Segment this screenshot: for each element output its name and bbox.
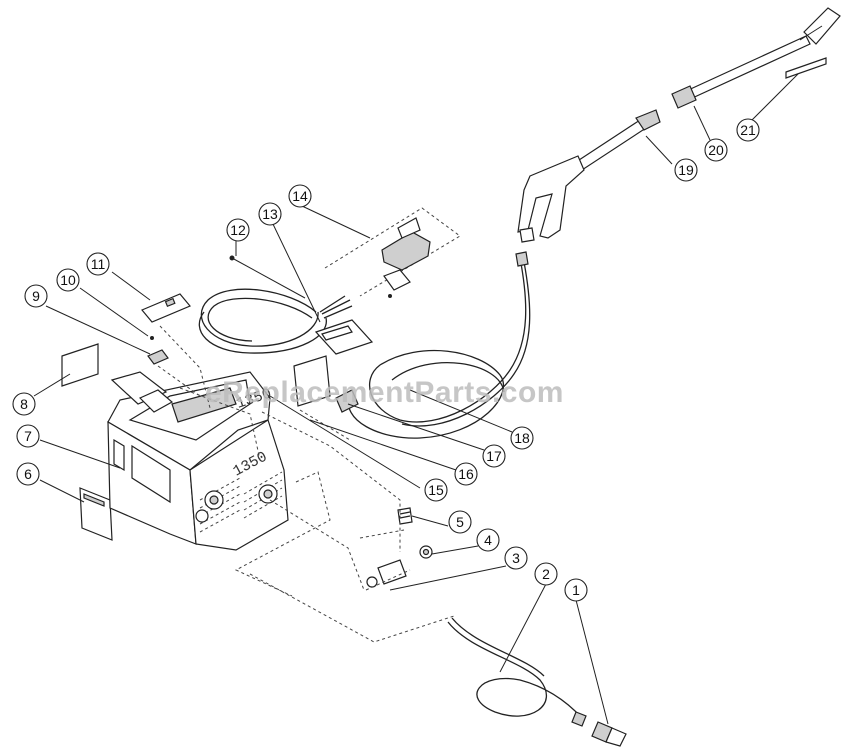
- pressure-washer-body[interactable]: 1350 1350: [107, 371, 289, 551]
- svg-text:4: 4: [484, 532, 492, 548]
- callout-4: 4: [476, 528, 500, 552]
- watermark-text: eReplacementParts.com: [205, 376, 564, 409]
- callout-17: 17: [482, 444, 506, 468]
- side-label: [61, 343, 99, 387]
- svg-text:15: 15: [428, 482, 444, 498]
- svg-text:5: 5: [456, 514, 464, 530]
- svg-text:9: 9: [32, 288, 40, 304]
- callout-5: 5: [448, 510, 472, 534]
- svg-text:2: 2: [542, 566, 550, 582]
- warning-label-strip: [785, 57, 827, 79]
- callout-3: 3: [504, 546, 528, 570]
- callout-12: 12: [226, 218, 250, 242]
- svg-text:18: 18: [514, 430, 530, 446]
- leader-lines: [33, 73, 799, 725]
- callout-7: 7: [16, 424, 40, 448]
- trigger-kit[interactable]: [324, 207, 461, 298]
- callout-13: 13: [258, 202, 282, 226]
- motor-cover-plates[interactable]: [141, 293, 191, 365]
- svg-text:19: 19: [678, 162, 694, 178]
- inlet-fittings[interactable]: [365, 507, 433, 591]
- callout-15: 15: [424, 478, 448, 502]
- front-panel-label: [293, 355, 331, 407]
- callout-18: 18: [510, 426, 534, 450]
- callout-1: 1: [564, 578, 588, 602]
- svg-text:20: 20: [708, 142, 724, 158]
- svg-text:1: 1: [572, 582, 580, 598]
- svg-text:14: 14: [292, 188, 308, 204]
- svg-text:8: 8: [20, 396, 28, 412]
- svg-text:10: 10: [60, 272, 76, 288]
- svg-text:6: 6: [24, 466, 32, 482]
- svg-text:3: 3: [512, 550, 520, 566]
- svg-text:16: 16: [458, 466, 474, 482]
- svg-text:12: 12: [230, 222, 246, 238]
- power-cord[interactable]: [198, 255, 374, 355]
- callout-9: 9: [24, 284, 48, 308]
- spray-gun[interactable]: [517, 109, 661, 243]
- spray-nozzle[interactable]: [591, 721, 627, 747]
- inlet-hose[interactable]: [447, 617, 587, 727]
- callout-10: 10: [56, 268, 80, 292]
- assembly-dashed-lines: [157, 325, 455, 643]
- callout-16: 16: [454, 462, 478, 486]
- callout-8: 8: [12, 392, 36, 416]
- callout-21: 21: [736, 118, 760, 142]
- svg-text:21: 21: [740, 122, 756, 138]
- svg-text:7: 7: [24, 428, 32, 444]
- callout-2: 2: [534, 562, 558, 586]
- operator-manual: [79, 487, 113, 541]
- lance-wand[interactable]: [671, 7, 841, 109]
- svg-text:11: 11: [91, 256, 106, 272]
- callout-6: 6: [16, 462, 40, 486]
- svg-text:13: 13: [262, 206, 278, 222]
- callout-14: 14: [288, 184, 312, 208]
- callout-11: 11: [86, 252, 110, 276]
- callout-20: 20: [704, 138, 728, 162]
- callout-19: 19: [674, 158, 698, 182]
- high-pressure-hose[interactable]: [335, 251, 531, 439]
- svg-text:17: 17: [486, 448, 502, 464]
